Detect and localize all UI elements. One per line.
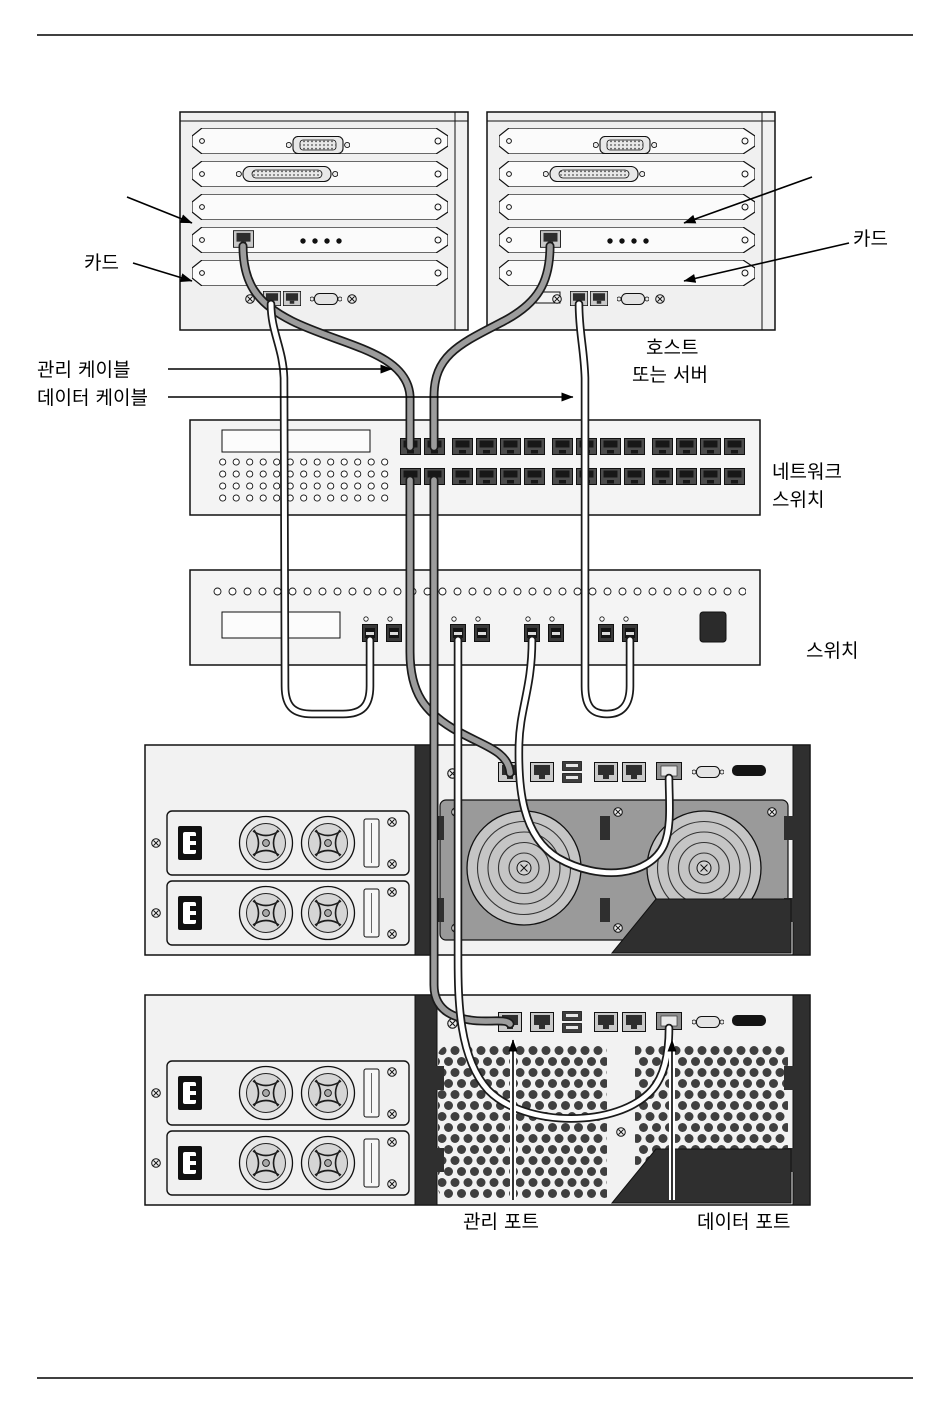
- screw-icon: [151, 838, 161, 848]
- storage-enclosure-1: [144, 744, 811, 956]
- vent-gap: [607, 1046, 635, 1198]
- card-arrow-right-1: [683, 176, 813, 224]
- fc-switch: [189, 569, 761, 666]
- power-supply: [167, 1061, 409, 1125]
- divider-strip: [414, 994, 438, 1206]
- scsi-connector: [236, 166, 338, 182]
- mgmt-ethernet-port: [283, 291, 301, 306]
- server-left: [179, 111, 469, 331]
- management-cable-to-storage-1: [405, 475, 515, 778]
- data-cable-server-left: [266, 299, 375, 719]
- cables: [238, 241, 674, 1123]
- management-cable-server-left: [238, 241, 415, 452]
- uplink-module: [699, 611, 727, 643]
- label-network-switch-line1: 네트워크: [772, 461, 842, 483]
- port-leds: [363, 616, 629, 622]
- power-supply: [167, 811, 409, 875]
- edge-strip: [792, 994, 811, 1206]
- label-management-cable: 관리 케이블: [37, 359, 130, 381]
- label-data-port: 데이터 포트: [697, 1211, 790, 1233]
- fan-grille: [466, 810, 582, 926]
- expansion-slot: [499, 194, 755, 220]
- expansion-slot: [499, 227, 755, 253]
- rj45-port-row-1: [400, 438, 745, 455]
- vga-connector: [593, 136, 657, 154]
- label-data-cable: 데이터 케이블: [37, 387, 148, 409]
- vent-holes: [214, 458, 391, 506]
- power-supply: [167, 1131, 409, 1195]
- expansion-slot: [192, 227, 448, 253]
- storage-enclosure-2: [144, 994, 811, 1206]
- rj45-port-row-2: [400, 468, 745, 485]
- data-cable-to-storage-1: [514, 635, 674, 877]
- screw-icon: [552, 294, 562, 304]
- screw-icon: [151, 1088, 161, 1098]
- label-host-line2: 또는 서버: [632, 364, 708, 386]
- card-arrow-right-2: [683, 242, 850, 283]
- vent-hole-row: [210, 586, 746, 599]
- card-arrow-left-1: [126, 196, 193, 224]
- display-window: [221, 429, 371, 453]
- screw-icon: [151, 1158, 161, 1168]
- management-cable-to-storage-2: [429, 475, 515, 1029]
- label-card-left: 카드: [84, 252, 119, 274]
- label-network-switch-line2: 스위치: [772, 489, 824, 511]
- scsi-connector: [543, 166, 645, 182]
- power-supply: [167, 881, 409, 945]
- corner-step: [610, 898, 792, 954]
- nic-leds: [300, 238, 342, 244]
- data-cable-to-storage-2: [453, 635, 674, 1123]
- card-arrow-left-2: [132, 262, 193, 282]
- screw-icon: [616, 1127, 626, 1137]
- label-host-line1: 호스트: [646, 337, 698, 359]
- label-management-port: 관리 포트: [463, 1211, 539, 1233]
- screw-icon: [347, 294, 357, 304]
- edge-strip: [792, 744, 811, 956]
- nic-leds: [607, 238, 649, 244]
- data-cable-server-right: [574, 299, 635, 719]
- expansion-slot: [192, 194, 448, 220]
- corner-step: [610, 1148, 792, 1204]
- label-fc-switch: 스위치: [806, 640, 858, 662]
- expansion-slot: [192, 260, 448, 286]
- management-cable-server-right: [429, 241, 555, 452]
- label-card-right: 카드: [853, 228, 888, 250]
- mgmt-ethernet-port: [590, 291, 608, 306]
- screw-icon: [655, 294, 665, 304]
- screw-icon: [151, 908, 161, 918]
- network-switch: [189, 419, 761, 516]
- vga-connector: [286, 136, 350, 154]
- annotations: 카드 카드 관리 케이블 데이터 케이블 호스트 또는 서버 네트워크 스위치 …: [37, 176, 888, 1233]
